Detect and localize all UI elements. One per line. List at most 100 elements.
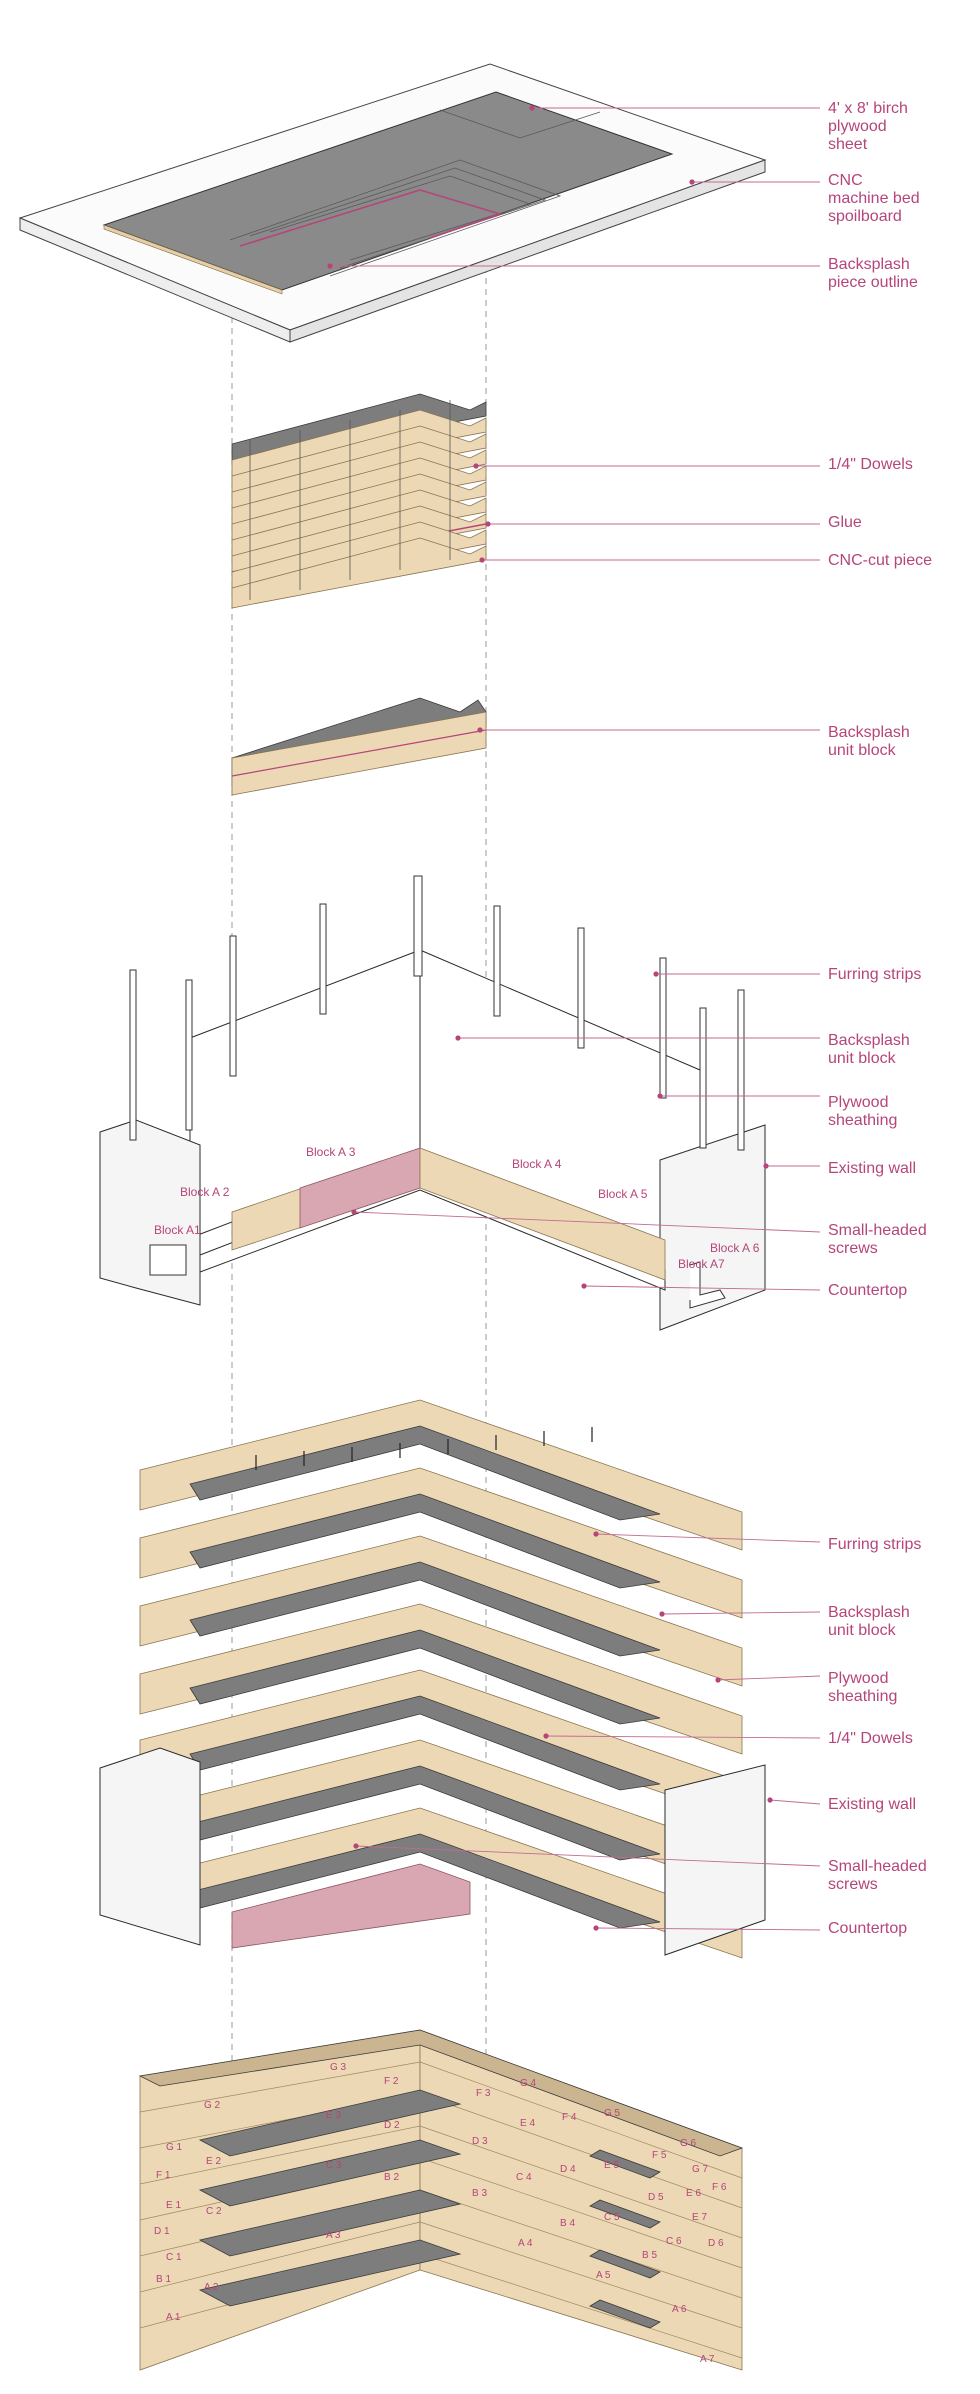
- grid-label-e5: E 5: [604, 2160, 619, 2171]
- grid-label-g3: G 3: [330, 2062, 347, 2073]
- callout-existing-wall-b: Existing wall: [828, 1796, 917, 1813]
- leader-dot: [327, 263, 333, 269]
- leader-dot: [351, 1209, 357, 1215]
- grid-label-f3: F 3: [476, 2088, 491, 2099]
- callout-unit-block-2: Backsplash unit block: [828, 1032, 910, 1067]
- grid-label-a4: A 4: [518, 2238, 533, 2249]
- grid-label-a5: A 5: [596, 2270, 611, 2281]
- room-assembly: [99, 875, 766, 1331]
- grid-label-e4: E 4: [520, 2118, 535, 2129]
- callout-furring: Furring strips: [828, 966, 922, 983]
- layer-slab-top: [189, 1493, 661, 1589]
- course-line: [139, 2061, 421, 2113]
- block-label-a5: Block A 5: [598, 1187, 648, 1201]
- callout-countertop: Countertop: [828, 1282, 908, 1299]
- course-line: [139, 2125, 421, 2185]
- grid-label-e3: E 3: [326, 2110, 341, 2121]
- leader-dot: [473, 463, 479, 469]
- highlighted-block: [231, 1863, 471, 1949]
- piece-outline-highlight: [239, 189, 503, 247]
- spoilboard-edge-right: [289, 159, 766, 343]
- furring-strip-posts: [129, 875, 745, 1151]
- callout-plywood-sheet: 4' x 8' birch plywood sheet: [828, 100, 908, 153]
- grid-label-c1: C 1: [166, 2252, 182, 2263]
- leader-dot: [479, 557, 485, 563]
- layer-slab-top: [189, 1425, 661, 1521]
- course-line: [419, 2221, 743, 2329]
- leader-dot: [581, 1283, 587, 1289]
- grid-label-c6: C 6: [666, 2236, 682, 2247]
- grid-label-g1: G 1: [166, 2142, 183, 2153]
- grid-label-e2: E 2: [206, 2156, 221, 2167]
- grid-label-a3: A 3: [326, 2230, 341, 2241]
- block-label-a7: Block A7: [678, 1257, 725, 1271]
- grid-label-c4: C 4: [516, 2172, 532, 2183]
- grid-label-c3: C 3: [326, 2160, 342, 2171]
- grid-label-a1: A 1: [166, 2312, 181, 2323]
- grid-label-f1: F 1: [156, 2170, 171, 2181]
- layer-slab-top: [189, 1629, 661, 1725]
- existing-wall-left-b: [99, 1747, 201, 1946]
- grid-label-g7: G 7: [692, 2164, 709, 2175]
- callout-cnc-piece: CNC-cut piece: [828, 552, 933, 569]
- callout-dowels: 1/4" Dowels: [828, 456, 913, 473]
- grid-label-d3: D 3: [472, 2136, 488, 2147]
- grid-label-a2: A 2: [204, 2282, 219, 2293]
- leader-line: [545, 1735, 821, 1739]
- callout-spoilboard: CNC machine bed spoilboard: [828, 172, 920, 225]
- grid-label-b4: B 4: [560, 2218, 575, 2229]
- course-line: [419, 2061, 743, 2179]
- plywood-sheet-edge: [103, 224, 283, 295]
- grid-label-d2: D 2: [384, 2120, 400, 2131]
- grid-label-b2: B 2: [384, 2172, 399, 2183]
- shelf-recess: [589, 2249, 661, 2279]
- callout-screws-b: Small-headed screws: [828, 1858, 927, 1893]
- exploded-layers: [99, 1399, 766, 1959]
- leader-dot: [593, 1531, 599, 1537]
- grid-label-e6: E 6: [686, 2188, 701, 2199]
- course-line: [419, 2189, 743, 2299]
- grid-label-g5: G 5: [604, 2108, 621, 2119]
- leader-dot: [485, 521, 491, 527]
- callout-furring-b: Furring strips: [828, 1536, 922, 1553]
- leader-dot: [543, 1733, 549, 1739]
- leader-dot: [529, 105, 535, 111]
- callout-unit-block-b: Backsplash unit block: [828, 1604, 910, 1639]
- final-grid-assembly: [138, 2029, 744, 2371]
- leader-dot: [689, 179, 695, 185]
- course-line: [139, 2221, 421, 2293]
- leader-lines: [327, 105, 821, 1931]
- existing-wall-right-b: [664, 1764, 766, 1956]
- callout-sheathing: Plywood sheathing: [828, 1094, 898, 1129]
- grid-label-c2: C 2: [206, 2206, 222, 2217]
- grid-label-g2: G 2: [204, 2100, 221, 2111]
- grid-label-e1: E 1: [166, 2200, 181, 2211]
- callout-dowels-b: 1/4" Dowels: [828, 1730, 913, 1747]
- grid-label-f5: F 5: [652, 2150, 667, 2161]
- leader-dot: [455, 1035, 461, 1041]
- cnc-cut-layer: [231, 537, 487, 609]
- layer-slab: [139, 1467, 743, 1619]
- grid-label-d6: D 6: [708, 2238, 724, 2249]
- block-label-a3: Block A 3: [306, 1145, 356, 1159]
- stacked-pieces: [231, 393, 487, 609]
- shelf-recess: [589, 2149, 661, 2179]
- leader-line: [353, 1211, 821, 1233]
- block-label-a1: Block A1: [154, 1223, 201, 1237]
- grid-label-f6: F 6: [712, 2182, 727, 2193]
- grid-label-a7: A 7: [700, 2354, 715, 2365]
- leader-line: [769, 1799, 821, 1805]
- block-label-a4: Block A 4: [512, 1157, 562, 1171]
- leader-dot: [767, 1797, 773, 1803]
- final-top-edge: [138, 2029, 744, 2157]
- grid-label-b1: B 1: [156, 2274, 171, 2285]
- course-line: [419, 2093, 743, 2209]
- block-label-a2: Block A 2: [180, 1185, 230, 1199]
- layer-slab: [139, 1535, 743, 1687]
- grid-label-d4: D 4: [560, 2164, 576, 2175]
- callout-piece-outline: Backsplash piece outline: [828, 256, 918, 291]
- leader-line: [583, 1285, 821, 1291]
- shelf-recess: [198, 2139, 462, 2207]
- course-line: [419, 2157, 743, 2269]
